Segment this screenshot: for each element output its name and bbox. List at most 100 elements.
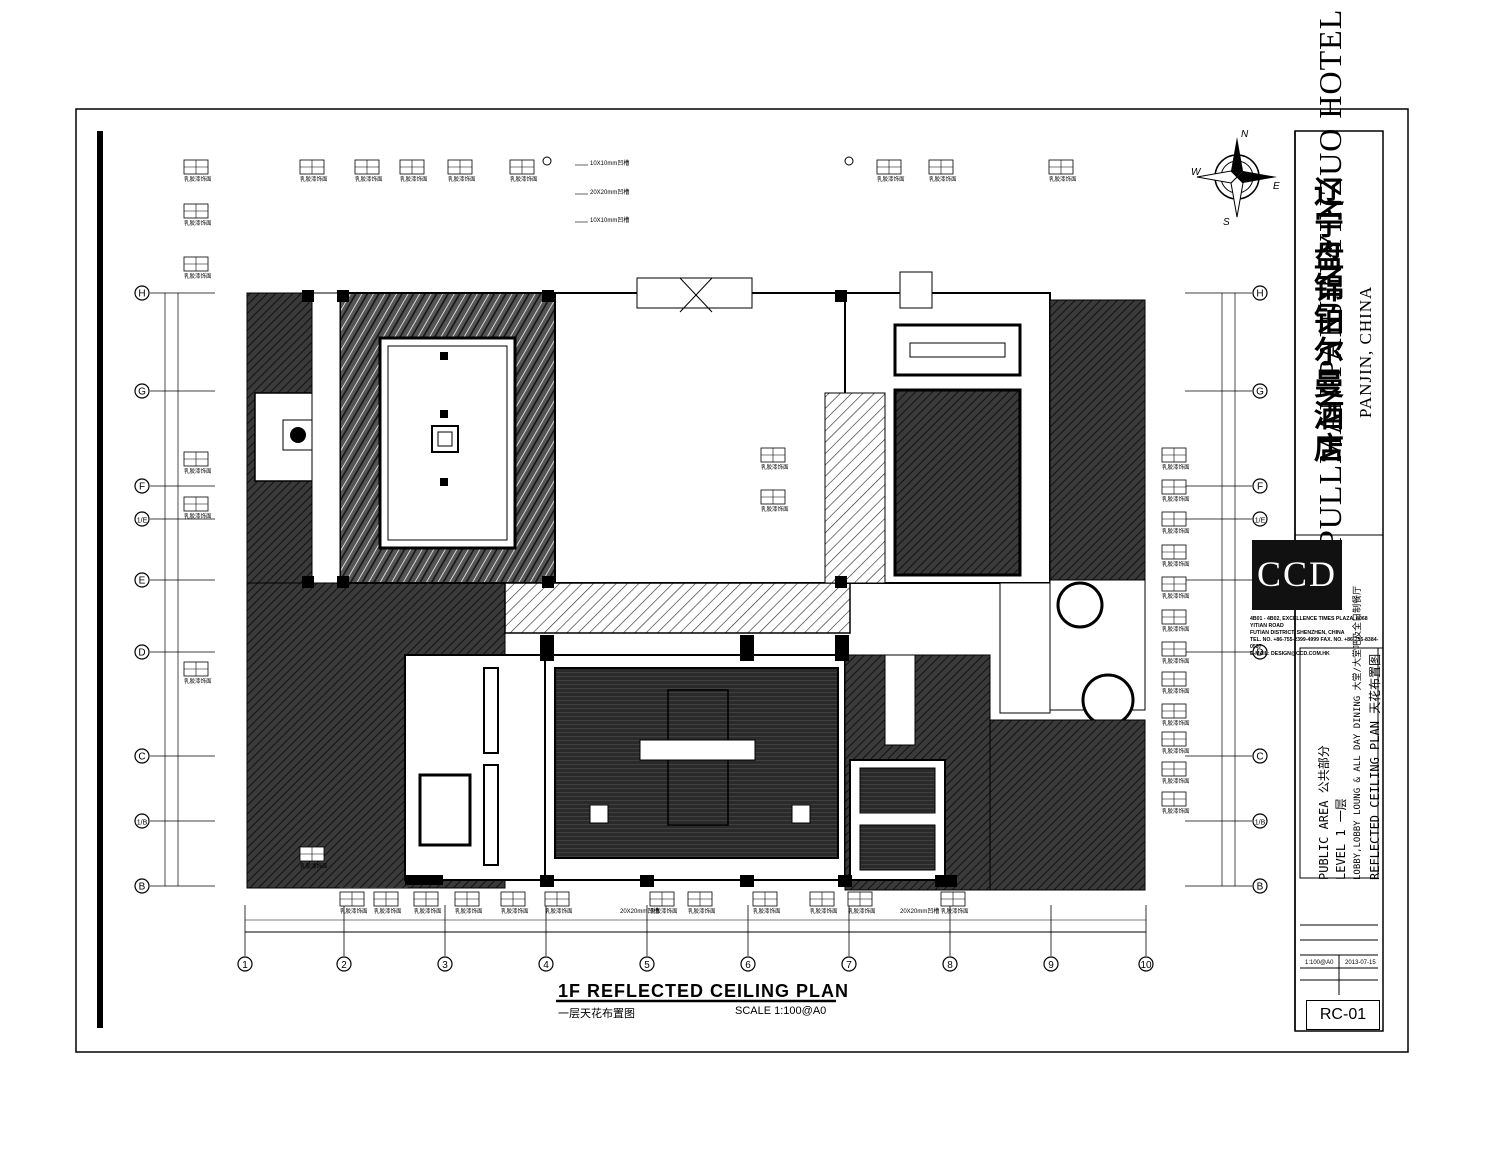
ceiling-tag: 乳胶漆饰面 [760,447,789,471]
groove-note: 10X10mm凹槽 [590,216,629,224]
grid-column-label: 7 [846,960,852,971]
grid-column-label: 1 [242,960,248,971]
ceiling-tag: 乳胶漆饰面 [649,891,678,915]
ceiling-tag-note: 乳胶漆饰面 [941,907,969,915]
address-line: E-MAIL: DESIGN@CCD.COM.HK [1250,651,1330,657]
grid-row-label: C [1256,752,1263,763]
ceiling-tag-note: 乳胶漆饰面 [753,907,781,915]
ceiling-tag: 乳胶漆饰面 [544,891,573,915]
ceiling-tag: 乳胶漆饰面 [183,661,212,685]
sheet-number: RC-01 [1306,1000,1380,1030]
ceiling-tag-note: 乳胶漆饰面 [810,907,838,915]
compass-w: W [1191,167,1202,178]
ceiling-tag-note: 乳胶漆饰面 [545,907,573,915]
ceiling-tag: 乳胶漆饰面 [183,256,212,280]
ceiling-tag: 乳胶漆饰面 [299,159,328,183]
ceiling-tag: 乳胶漆饰面 [183,496,212,520]
groove-note: 20X20mm凹槽 [590,188,629,196]
address-line: TEL. NO. +86-755-2399-4999 FAX. NO. +86-… [1250,637,1379,650]
grid-row-label: D [138,648,145,659]
ceiling-tag-note: 乳胶漆饰面 [1162,592,1190,600]
building-outline [246,271,1146,891]
grid-column-label: 6 [745,960,751,971]
grid-row-label: F [139,482,145,493]
ceiling-tag: 乳胶漆饰面 [847,891,876,915]
ceiling-tag-note: 乳胶漆饰面 [184,467,212,475]
grid-column-label: 8 [947,960,953,971]
groove-note: 10X10mm凹槽 [590,159,629,167]
ceiling-tag: 乳胶漆饰面 [876,159,905,183]
grid-row-label: B [139,882,146,893]
ceiling-tag-note: 乳胶漆饰面 [414,907,442,915]
scale-field: 1:100@A0 [1305,960,1334,966]
ceiling-tag: 乳胶漆饰面 [1048,159,1077,183]
grid-column-label: 10 [1140,960,1152,971]
ccd-logo: CCD [1252,540,1342,610]
ceiling-tag-note: 乳胶漆饰面 [300,862,328,870]
ceiling-tag: 乳胶漆饰面 [1161,731,1190,755]
ceiling-tag-note: 乳胶漆饰面 [1162,527,1190,535]
ceiling-tag-note: 乳胶漆饰面 [1162,777,1190,785]
drawing-title: 1F REFLECTED CEILING PLAN [558,981,850,1001]
ceiling-tag-note: 乳胶漆饰面 [448,175,476,183]
grid-column-label: 5 [644,960,650,971]
designer-address: 4B01 - 4B02, EXCELLENCE TIMES PLAZA, 406… [1250,616,1385,658]
ceiling-tag-note: 乳胶漆饰面 [688,907,716,915]
ceiling-tag: 乳胶漆饰面 [373,891,402,915]
ceiling-tag: 乳胶漆饰面 [1161,511,1190,535]
compass-s: S [1223,217,1230,228]
title-block-line: LEVEL 1 一层 [1334,798,1348,880]
title-block-line: LOBBY,LOBBY LOUNG & ALL DAY DINING 大堂/大堂… [1353,585,1363,880]
ceiling-tag: 乳胶漆饰面 [1161,671,1190,695]
ceiling-tag-note: 乳胶漆饰面 [1162,463,1190,471]
ceiling-tag: 乳胶漆饰面 [1161,544,1190,568]
ceiling-tag: 乳胶漆饰面 [500,891,529,915]
ceiling-tag-note: 乳胶漆饰面 [184,272,212,280]
ceiling-tag: 乳胶漆饰面 [1161,609,1190,633]
grid-row-label: G [1256,387,1264,398]
ceiling-tag-note: 乳胶漆饰面 [340,907,368,915]
grid-column-label: 3 [442,960,448,971]
ceiling-tag: 乳胶漆饰面 [752,891,781,915]
ceiling-tag-note: 乳胶漆饰面 [761,463,789,471]
hotel-name-cn: 辽宁盘锦铂尔曼酒店 [1308,176,1343,464]
address-line: FUTIAN DISTRICT, SHENZHEN, CHINA [1250,630,1345,636]
ceiling-tag: 乳胶漆饰面 [928,159,957,183]
ceiling-tag: 乳胶漆饰面 [399,159,428,183]
grid-column-label: 2 [341,960,347,971]
ceiling-tag: 乳胶漆饰面 [183,451,212,475]
grid-row-label: D [1256,648,1263,659]
grid-row-label: 1/B [1255,820,1266,827]
ceiling-tag-note: 乳胶漆饰面 [1162,657,1190,665]
ceiling-tag: 乳胶漆饰面 [354,159,383,183]
ceiling-tag-note: 乳胶漆饰面 [1162,560,1190,568]
title-block-line: PUBLIC AREA 公共部分 [1317,745,1331,880]
ceiling-tags: 乳胶漆饰面乳胶漆饰面乳胶漆饰面乳胶漆饰面乳胶漆饰面乳胶漆饰面乳胶漆饰面乳胶漆饰面… [183,159,1190,915]
ceiling-tag-note: 乳胶漆饰面 [501,907,529,915]
ceiling-tag: 乳胶漆饰面 [339,891,368,915]
ceiling-tag: 乳胶漆饰面 [1161,791,1190,815]
grid-column-label: 9 [1048,960,1054,971]
ceiling-tag-note: 乳胶漆饰面 [1049,175,1077,183]
ceiling-tag: 乳胶漆饰面 [454,891,483,915]
ceiling-tag-note: 乳胶漆饰面 [184,512,212,520]
ceiling-tag: 乳胶漆饰面 [1161,761,1190,785]
hotel-name-en: PULLMAN PANJIN YINZUO HOTEL [1312,8,1348,548]
grid-row-label: H [1256,289,1263,300]
ceiling-tag-note: 乳胶漆饰面 [510,175,538,183]
ceiling-tag-note: 乳胶漆饰面 [300,175,328,183]
ceiling-tag-note: 乳胶漆饰面 [1162,747,1190,755]
ceiling-tag-note: 乳胶漆饰面 [1162,495,1190,503]
ceiling-tag-note: 乳胶漆饰面 [929,175,957,183]
compass-e: E [1273,181,1280,192]
grid-row-label: B [1257,882,1264,893]
ceiling-tag: 乳胶漆饰面 [809,891,838,915]
compass-n: N [1241,129,1249,140]
drawing-scale: SCALE 1:100@A0 [735,1005,827,1017]
title-block-description: PUBLIC AREA 公共部分 LEVEL 1 一层 LOBBY,LOBBY … [1316,586,1384,880]
title-block-line: REFLECTED CEILING PLAN 天花布置图 [1368,653,1382,880]
groove-note: 20X20mm凹槽 [900,907,939,915]
ceiling-tag-note: 乳胶漆饰面 [184,219,212,227]
